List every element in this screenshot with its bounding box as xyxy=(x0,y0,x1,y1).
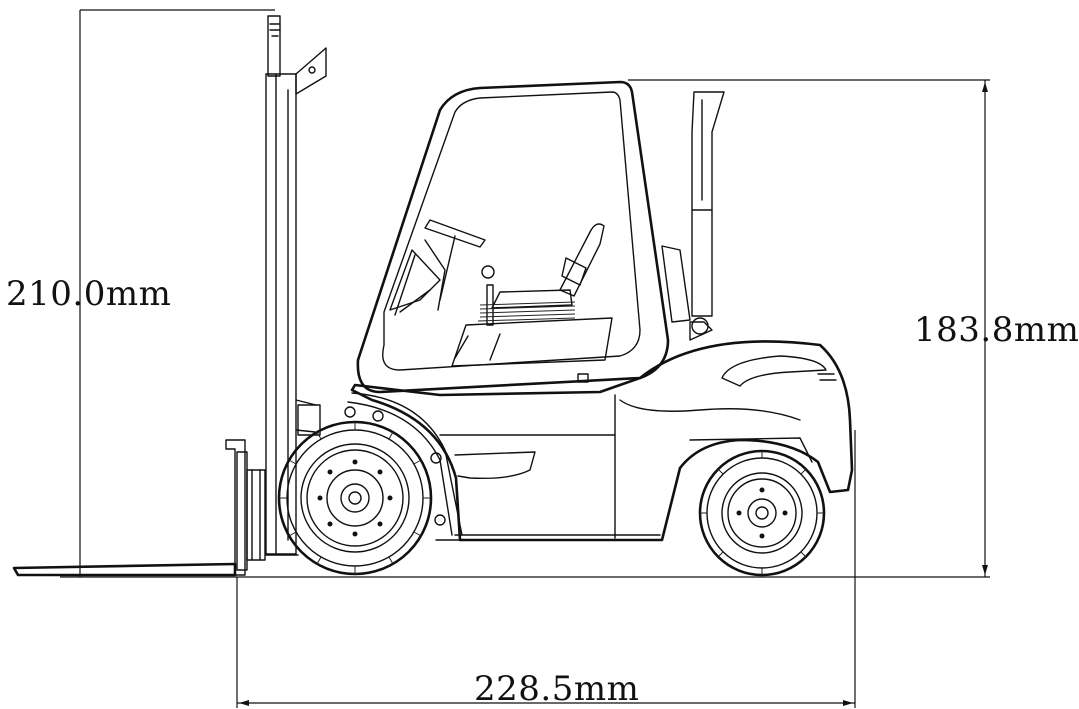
truck-body xyxy=(344,317,854,542)
overall-height-label: 183.8mm xyxy=(914,310,1079,350)
mast xyxy=(265,15,327,556)
dimension-lines xyxy=(60,9,990,708)
lift-height-label: 210.0mm xyxy=(6,274,172,314)
front-wheel xyxy=(277,420,433,576)
operator-cabin xyxy=(356,80,670,394)
overall-length-label: 228.5mm xyxy=(474,669,640,709)
forklift-side-view-drawing xyxy=(12,9,990,708)
exhaust-pipe xyxy=(661,91,725,323)
fork-assembly xyxy=(12,439,266,577)
rear-wheel xyxy=(698,449,826,577)
